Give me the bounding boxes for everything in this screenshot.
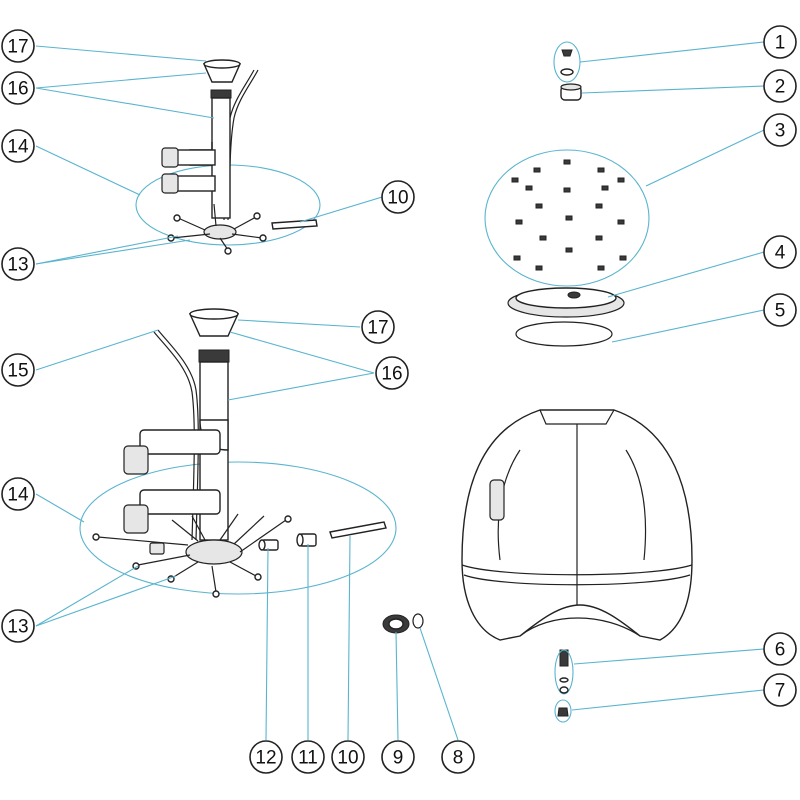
callout-7-label: 7 <box>775 681 786 702</box>
laterals-large <box>97 513 287 593</box>
drain-cap <box>557 707 569 717</box>
lid-o-ring <box>515 321 613 347</box>
leader-lines <box>35 41 765 741</box>
tank-neck <box>539 409 615 425</box>
lateral-caps-large <box>92 515 292 598</box>
lower-outlet-pipe-small <box>174 175 216 192</box>
lid-bolts-outline <box>484 149 650 287</box>
upper-outlet-nut-small <box>161 147 179 168</box>
pipe-thread-large <box>198 349 230 363</box>
callout-9-label: 9 <box>393 748 404 769</box>
callout-8-label: 8 <box>453 748 464 769</box>
callout-4-label: 4 <box>775 243 786 264</box>
tank-inner-curve-right <box>625 449 647 561</box>
callout-16-top: 16 <box>1 71 35 105</box>
lower-outlet-nut-large <box>123 504 149 534</box>
callout-7: 7 <box>763 673 797 707</box>
pipe-thread-small <box>210 89 232 99</box>
tank-lid-top <box>515 287 617 309</box>
lid-bolts <box>511 159 627 271</box>
callout-16-bottom-label: 16 <box>381 364 402 385</box>
drain-outline <box>554 649 574 695</box>
lower-outlet-nut-small <box>161 173 179 194</box>
callout-17-top-label: 17 <box>7 37 28 58</box>
callout-12-label: 12 <box>255 748 276 769</box>
tank-body <box>461 409 693 641</box>
callout-10-bottom-label: 10 <box>337 748 358 769</box>
callout-11: 11 <box>291 740 325 774</box>
callout-16-top-label: 16 <box>7 79 28 100</box>
callout-1: 1 <box>763 25 797 59</box>
vent-screw <box>561 49 573 57</box>
drain-washer <box>559 677 569 683</box>
callout-5-label: 5 <box>775 301 786 322</box>
callout-3-label: 3 <box>775 121 786 142</box>
drain-cap-outline <box>554 699 572 723</box>
callout-5: 5 <box>763 293 797 327</box>
callout-3: 3 <box>763 113 797 147</box>
tank-lid-port <box>567 291 581 299</box>
upper-outlet-pipe-small <box>174 149 216 166</box>
callout-10-bottom: 10 <box>331 740 365 774</box>
vent-knob-top <box>560 83 582 91</box>
callout-6-label: 6 <box>775 640 786 661</box>
callout-9: 9 <box>381 740 415 774</box>
drain-nut <box>559 686 569 694</box>
lateral-coupler <box>296 533 317 547</box>
callout-16-bottom: 16 <box>375 356 409 390</box>
callout-14-bottom-label: 14 <box>7 485 29 506</box>
callout-11-label: 11 <box>298 748 318 769</box>
tank-mid-band <box>461 564 693 576</box>
diffuser-rim-large <box>189 308 239 320</box>
collector-assembly-large <box>79 308 397 598</box>
lateral-collar <box>149 542 165 555</box>
callout-4: 4 <box>763 235 797 269</box>
callout-15-label: 15 <box>7 361 28 382</box>
callout-17-top: 17 <box>1 29 35 63</box>
loose-lateral-small <box>271 219 318 230</box>
upper-outlet-pipe-large <box>139 429 221 455</box>
drain-plug <box>559 649 569 667</box>
tank-base-arch <box>519 617 641 637</box>
callout-2: 2 <box>763 69 797 103</box>
callout-2-label: 2 <box>775 77 786 98</box>
callout-13-top: 13 <box>1 247 35 281</box>
union-o-ring <box>412 613 424 629</box>
tank-side-port <box>489 479 505 521</box>
lower-outlet-pipe-large <box>139 489 221 515</box>
lateral-plug <box>258 539 279 551</box>
union-nut <box>382 614 410 634</box>
callout-6: 6 <box>763 632 797 666</box>
upper-outlet-nut-large <box>123 445 149 475</box>
lateral-hub-small <box>203 224 237 240</box>
tank-mid-band-lower <box>463 574 691 586</box>
callout-10-top-label: 10 <box>387 188 408 209</box>
callout-12: 12 <box>249 740 283 774</box>
callout-17-bottom: 17 <box>361 310 395 344</box>
callout-14-top-label: 14 <box>7 137 29 158</box>
vent-screw-outline <box>553 41 581 83</box>
lateral-group-outline-large <box>79 461 397 595</box>
air-bleed-tube-small <box>227 69 259 221</box>
collector-assembly-small <box>135 59 321 255</box>
callout-10-top: 10 <box>381 180 415 214</box>
callout-15: 15 <box>1 353 35 387</box>
callout-13-bottom-label: 13 <box>7 617 28 638</box>
callout-13-top-label: 13 <box>7 255 28 276</box>
callout-14-top: 14 <box>1 129 35 163</box>
tank-lid-assembly <box>484 41 650 347</box>
callout-14-bottom: 14 <box>1 477 35 511</box>
callout-8: 8 <box>441 740 475 774</box>
callout-1-label: 1 <box>775 33 786 54</box>
lateral-caps-small <box>167 212 267 255</box>
callout-13-bottom: 13 <box>1 609 35 643</box>
drain-assembly <box>554 649 574 723</box>
loose-lateral-large <box>329 521 387 539</box>
vent-washer <box>560 68 574 76</box>
diffuser-rim-small <box>203 59 241 69</box>
lateral-hub-large <box>185 539 243 565</box>
callout-17-bottom-label: 17 <box>367 318 388 339</box>
